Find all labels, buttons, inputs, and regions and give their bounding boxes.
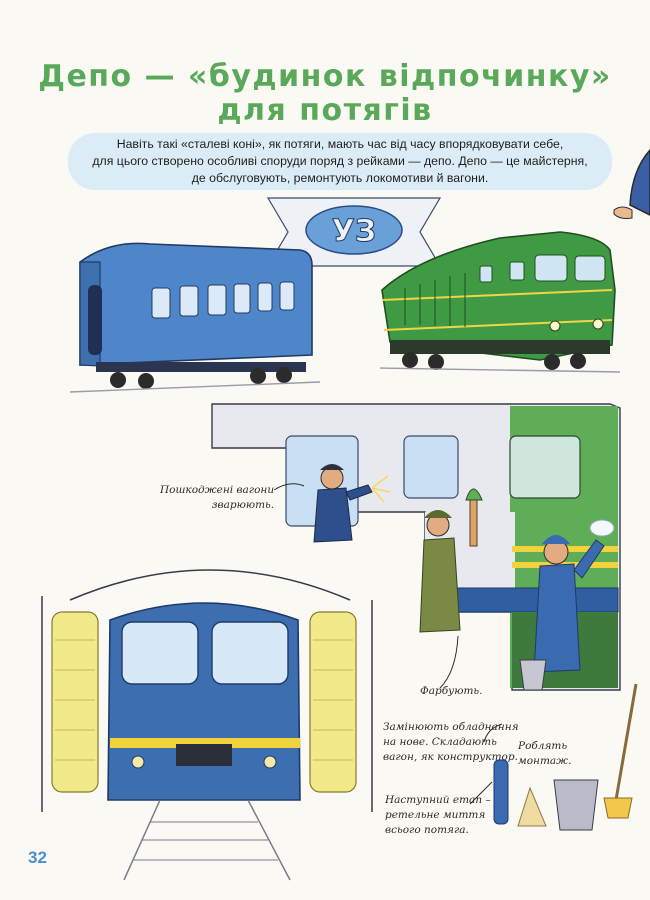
blue-wagon: [69, 242, 321, 393]
note-replace-line-1: Замінюють обладнання: [383, 721, 519, 733]
note-mounting-line-1: Роблять: [518, 740, 568, 752]
note-replace: Замінюють обладнання на нове. Складають …: [383, 720, 519, 765]
painter-worker: [419, 488, 483, 633]
intro-line-1: Навіть такі «сталеві коні», як потяги, м…: [116, 137, 564, 151]
note-washing-line-3: всього потяга.: [385, 824, 469, 836]
washer-worker: [519, 519, 615, 691]
edge-figure-arm: [613, 148, 650, 219]
train-wash-scene: [41, 569, 373, 881]
supplies: [493, 683, 638, 831]
note-washing: Наступний етап – ретельне миття всього п…: [385, 793, 491, 838]
page-number: 32: [28, 848, 47, 867]
note-painting: Фарбують.: [420, 684, 482, 699]
page-title-line-2: для потягів: [217, 93, 433, 128]
intro-line-3: де обслуговують, ремонтують локомотиви й…: [191, 171, 489, 185]
intro-line-2: для цього створено особливі споруди поря…: [92, 154, 588, 168]
note-replace-line-3: вагон, як конструктор.: [383, 751, 518, 763]
uz-logo: УЗ: [266, 197, 442, 267]
green-locomotive: [379, 231, 621, 373]
note-painting-line-1: Фарбують.: [420, 685, 483, 697]
note-welding-line-1: Пошкоджені вагони: [160, 484, 275, 496]
uz-logo-text: УЗ: [332, 214, 376, 249]
note-replace-line-2: на нове. Складають: [383, 736, 497, 748]
note-washing-line-1: Наступний етап –: [385, 794, 491, 806]
welder-worker: [313, 464, 391, 543]
page-title-line-1: Депо — «будинок відпочинку»: [38, 59, 612, 94]
note-mounting: Роблять монтаж.: [518, 739, 571, 769]
note-mounting-line-2: монтаж.: [518, 755, 572, 767]
intro-callout: Навіть такі «сталеві коні», як потяги, м…: [68, 133, 612, 190]
note-welding-line-2: зварюють.: [211, 499, 275, 511]
annotation-lines: [273, 483, 503, 805]
note-washing-line-2: ретельне миття: [385, 809, 486, 821]
note-welding: Пошкоджені вагони зварюють.: [160, 483, 274, 513]
